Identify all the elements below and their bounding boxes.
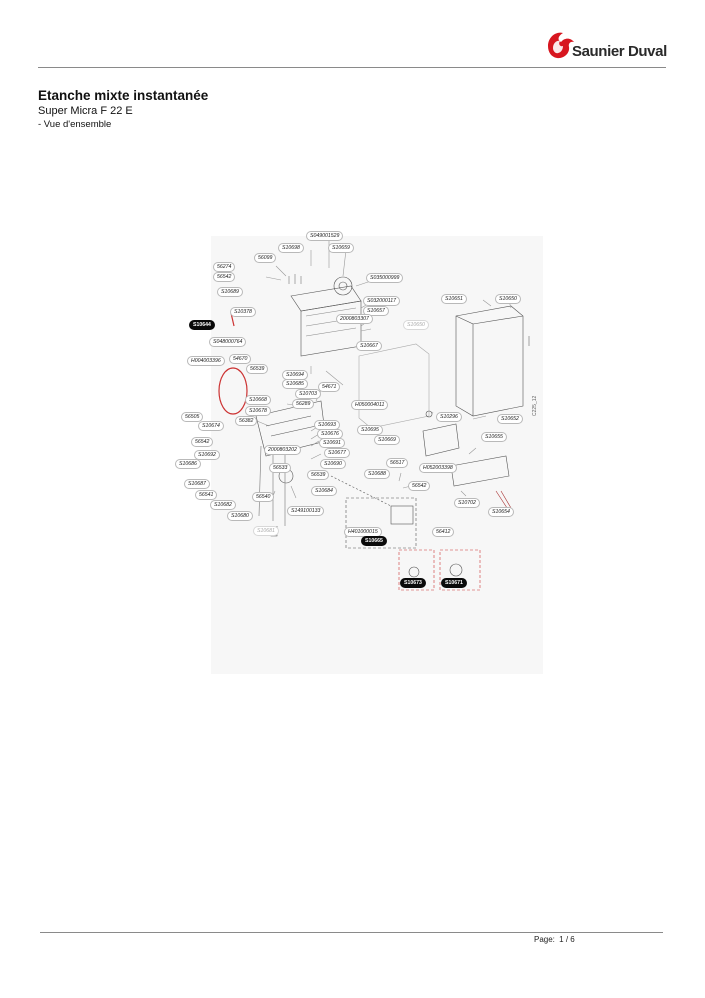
part-label[interactable]: 2000803307 <box>336 314 373 324</box>
part-label-highlighted[interactable]: S10673 <box>400 578 426 588</box>
part-label[interactable]: 56289 <box>292 399 315 409</box>
part-label[interactable]: 56099 <box>254 253 277 263</box>
part-label[interactable]: 56539 <box>246 364 269 374</box>
part-label[interactable]: 56517 <box>386 458 409 468</box>
part-label-highlighted[interactable]: S10644 <box>189 320 215 330</box>
brand-name: Saunier Duval <box>572 43 667 60</box>
part-label[interactable]: S10690 <box>320 459 346 469</box>
part-label[interactable]: S10677 <box>324 448 350 458</box>
part-label[interactable]: S10655 <box>481 432 507 442</box>
part-label[interactable]: S10378 <box>230 307 256 317</box>
part-label[interactable]: S10674 <box>198 421 224 431</box>
part-label[interactable]: S10678 <box>245 406 271 416</box>
part-label[interactable]: S10689 <box>217 287 243 297</box>
part-label[interactable]: S10668 <box>245 395 271 405</box>
part-label[interactable]: S049001529 <box>306 231 344 241</box>
part-label[interactable]: S10654 <box>488 507 514 517</box>
part-label[interactable]: S149100133 <box>287 506 325 516</box>
part-label[interactable]: 54671 <box>318 382 341 392</box>
part-label[interactable]: 56382 <box>235 416 258 426</box>
part-label[interactable]: 56540 <box>252 492 275 502</box>
document-subtitle: Super Micra F 22 E <box>38 105 133 117</box>
part-label[interactable]: 2000803202 <box>264 445 301 455</box>
part-label[interactable]: H004003396 <box>187 356 225 366</box>
part-label-highlighted[interactable]: S10665 <box>361 536 387 546</box>
part-label[interactable]: S10650 <box>495 294 521 304</box>
part-label[interactable]: S032000117 <box>363 296 401 306</box>
part-label-highlighted[interactable]: S10671 <box>441 578 467 588</box>
figure-code: C225_12 <box>532 395 538 416</box>
page-label: Page: <box>534 935 555 944</box>
part-label[interactable]: S10684 <box>311 486 337 496</box>
part-label[interactable]: 54670 <box>229 354 252 364</box>
part-label[interactable]: S035000999 <box>366 273 404 283</box>
header-divider <box>38 67 666 68</box>
part-label[interactable]: 56505 <box>181 412 204 422</box>
part-label[interactable]: H052003398 <box>419 463 457 473</box>
exploded-view-diagram: C225_12 S049001529 S10698 S10659 56099 5… <box>175 231 543 674</box>
part-label[interactable]: 56541 <box>195 490 218 500</box>
part-label[interactable]: S10688 <box>364 469 390 479</box>
part-label[interactable]: S10657 <box>363 306 389 316</box>
part-label[interactable]: S10650 <box>403 320 429 330</box>
part-label[interactable]: S10667 <box>356 341 382 351</box>
part-label[interactable]: S10651 <box>441 294 467 304</box>
page-indicator: Page: 1 / 6 <box>534 935 577 944</box>
part-label[interactable]: S10692 <box>194 450 220 460</box>
part-label[interactable]: S10669 <box>374 435 400 445</box>
part-label[interactable]: S10652 <box>497 414 523 424</box>
part-label[interactable]: S10296 <box>436 412 462 422</box>
part-label[interactable]: S10685 <box>282 379 308 389</box>
brand-logo: Saunier Duval <box>544 28 684 68</box>
part-label[interactable]: S10687 <box>184 479 210 489</box>
part-label[interactable]: S10682 <box>210 500 236 510</box>
part-label[interactable]: S10695 <box>357 425 383 435</box>
part-label[interactable]: 56542 <box>213 272 236 282</box>
part-label[interactable]: S10686 <box>175 459 201 469</box>
part-label[interactable]: 56412 <box>432 527 455 537</box>
part-label[interactable]: S10698 <box>278 243 304 253</box>
part-label[interactable]: S10703 <box>295 389 321 399</box>
brand-flame-icon <box>548 32 574 59</box>
footer-divider <box>40 932 663 933</box>
part-label[interactable]: 56274 <box>213 262 236 272</box>
document-view-label: - Vue d'ensemble <box>38 119 112 130</box>
part-label[interactable]: S048000764 <box>209 337 247 347</box>
part-label[interactable]: H050004011 <box>351 400 389 410</box>
part-label[interactable]: S10681 <box>253 526 279 536</box>
document-title: Etanche mixte instantanée <box>38 88 209 103</box>
part-label[interactable]: S10691 <box>319 438 345 448</box>
part-label[interactable]: S10659 <box>328 243 354 253</box>
part-label[interactable]: 56542 <box>408 481 431 491</box>
part-label[interactable]: S10680 <box>227 511 253 521</box>
part-label[interactable]: 56533 <box>269 463 292 473</box>
page-value: 1 / 6 <box>559 935 575 944</box>
part-label[interactable]: 56539 <box>307 470 330 480</box>
part-label[interactable]: 56542 <box>191 437 214 447</box>
part-label[interactable]: S10702 <box>454 498 480 508</box>
